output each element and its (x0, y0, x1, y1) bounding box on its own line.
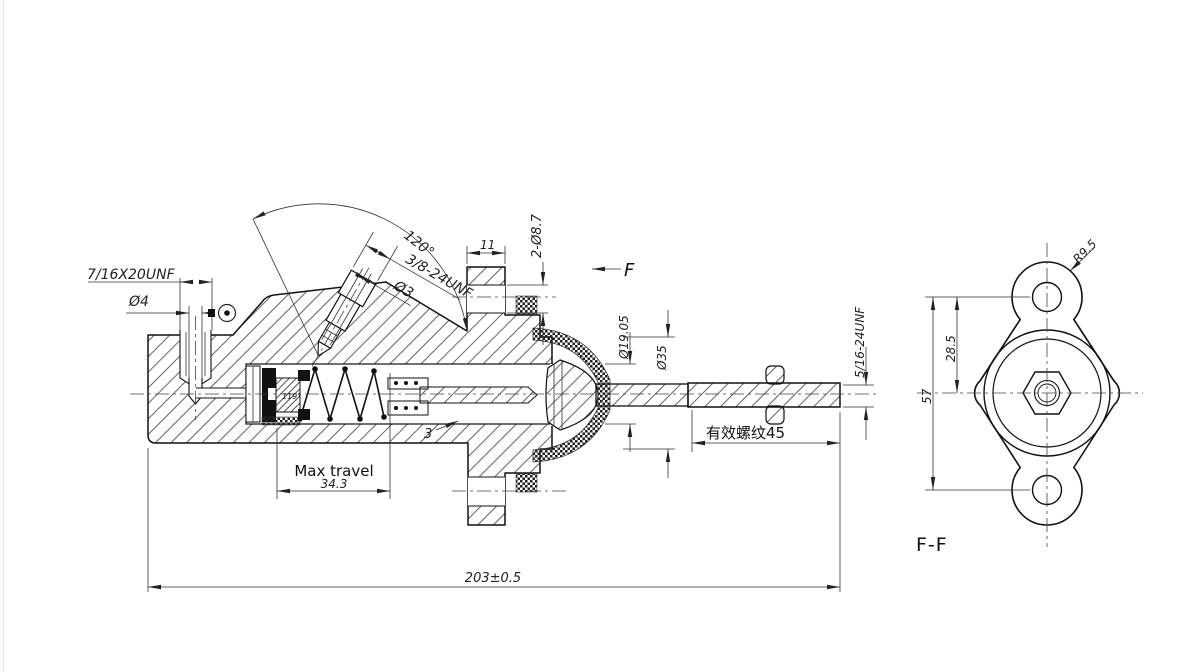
valve-stem (419, 386, 538, 404)
dim-hole-spacing: 57 (920, 388, 934, 404)
dim-flange-thickness: 11 (480, 238, 495, 252)
dim-lobe-radius: R9.5 (1070, 237, 1099, 266)
dim-flange-holes: 2-Ø8.7 (530, 213, 545, 258)
dim-seat-angle: 119° (282, 392, 301, 401)
dim-hole-to-center: 28.5 (944, 335, 958, 362)
dim-flange-holes-group: 2-Ø8.7 (507, 213, 548, 345)
piston-assembly (245, 365, 310, 426)
end-view-f-f: 57 28.5 R9.5 F-F (916, 237, 1143, 556)
dim-outlet-thread: 3/8-24UNF (403, 251, 476, 302)
pushrod-head (545, 359, 599, 431)
compensation-passage (196, 387, 246, 399)
dim-flange-thickness-group: 11 (466, 238, 506, 264)
dim-bore-diameter: Ø19.05 (617, 315, 631, 360)
end-view-centerlines (917, 243, 1143, 547)
valve-retainer (387, 377, 429, 416)
flange-hole-upper (467, 284, 505, 314)
dim-overall-length-group: 203±0.5 (147, 412, 841, 592)
dim-body-diameter-group: Ø35 (623, 310, 675, 478)
pushrod-pin (765, 365, 785, 385)
dust-boot (515, 295, 611, 493)
screen-edge-line (3, 0, 4, 672)
dim-effective-thread-group: 有效螺纹45 (691, 410, 840, 452)
leader-note-group: 3 (424, 420, 459, 442)
dim-pushrod-thread: 5/16-24UNF (853, 306, 867, 378)
main-section-view: Ø3 3/8-24UNF 119° 7/16X20UNF (87, 203, 880, 592)
view-name-label: F-F (916, 534, 948, 556)
dim-pushrod-thread-group: 5/16-24UNF (843, 306, 874, 440)
dim-inlet-hole-diameter: Ø4 (128, 294, 149, 310)
dim-bore-group: Ø19.05 (605, 315, 636, 452)
centerlines (130, 296, 880, 492)
section-arrow-group: F (592, 260, 635, 281)
dim-max-travel-group: Max travel 34.3 (276, 373, 391, 499)
leader-note-label: 3 (424, 427, 432, 442)
dim-body-diameter: Ø35 (655, 345, 669, 371)
dim-max-travel-label: Max travel (294, 462, 373, 480)
dim-inlet-hole-group: Ø4 (126, 294, 237, 378)
dim-inlet-thread-group: 7/16X20UNF (87, 267, 213, 330)
section-arrow-label: F (624, 260, 635, 281)
flange-hole-lower (468, 476, 505, 507)
return-spring (297, 366, 387, 422)
dim-effective-thread: 有效螺纹45 (706, 424, 785, 442)
dim-inlet-thread: 7/16X20UNF (87, 267, 176, 283)
pushrod (595, 365, 841, 425)
dim-max-travel-value: 34.3 (321, 477, 348, 491)
dim-overall-length: 203±0.5 (465, 571, 521, 586)
